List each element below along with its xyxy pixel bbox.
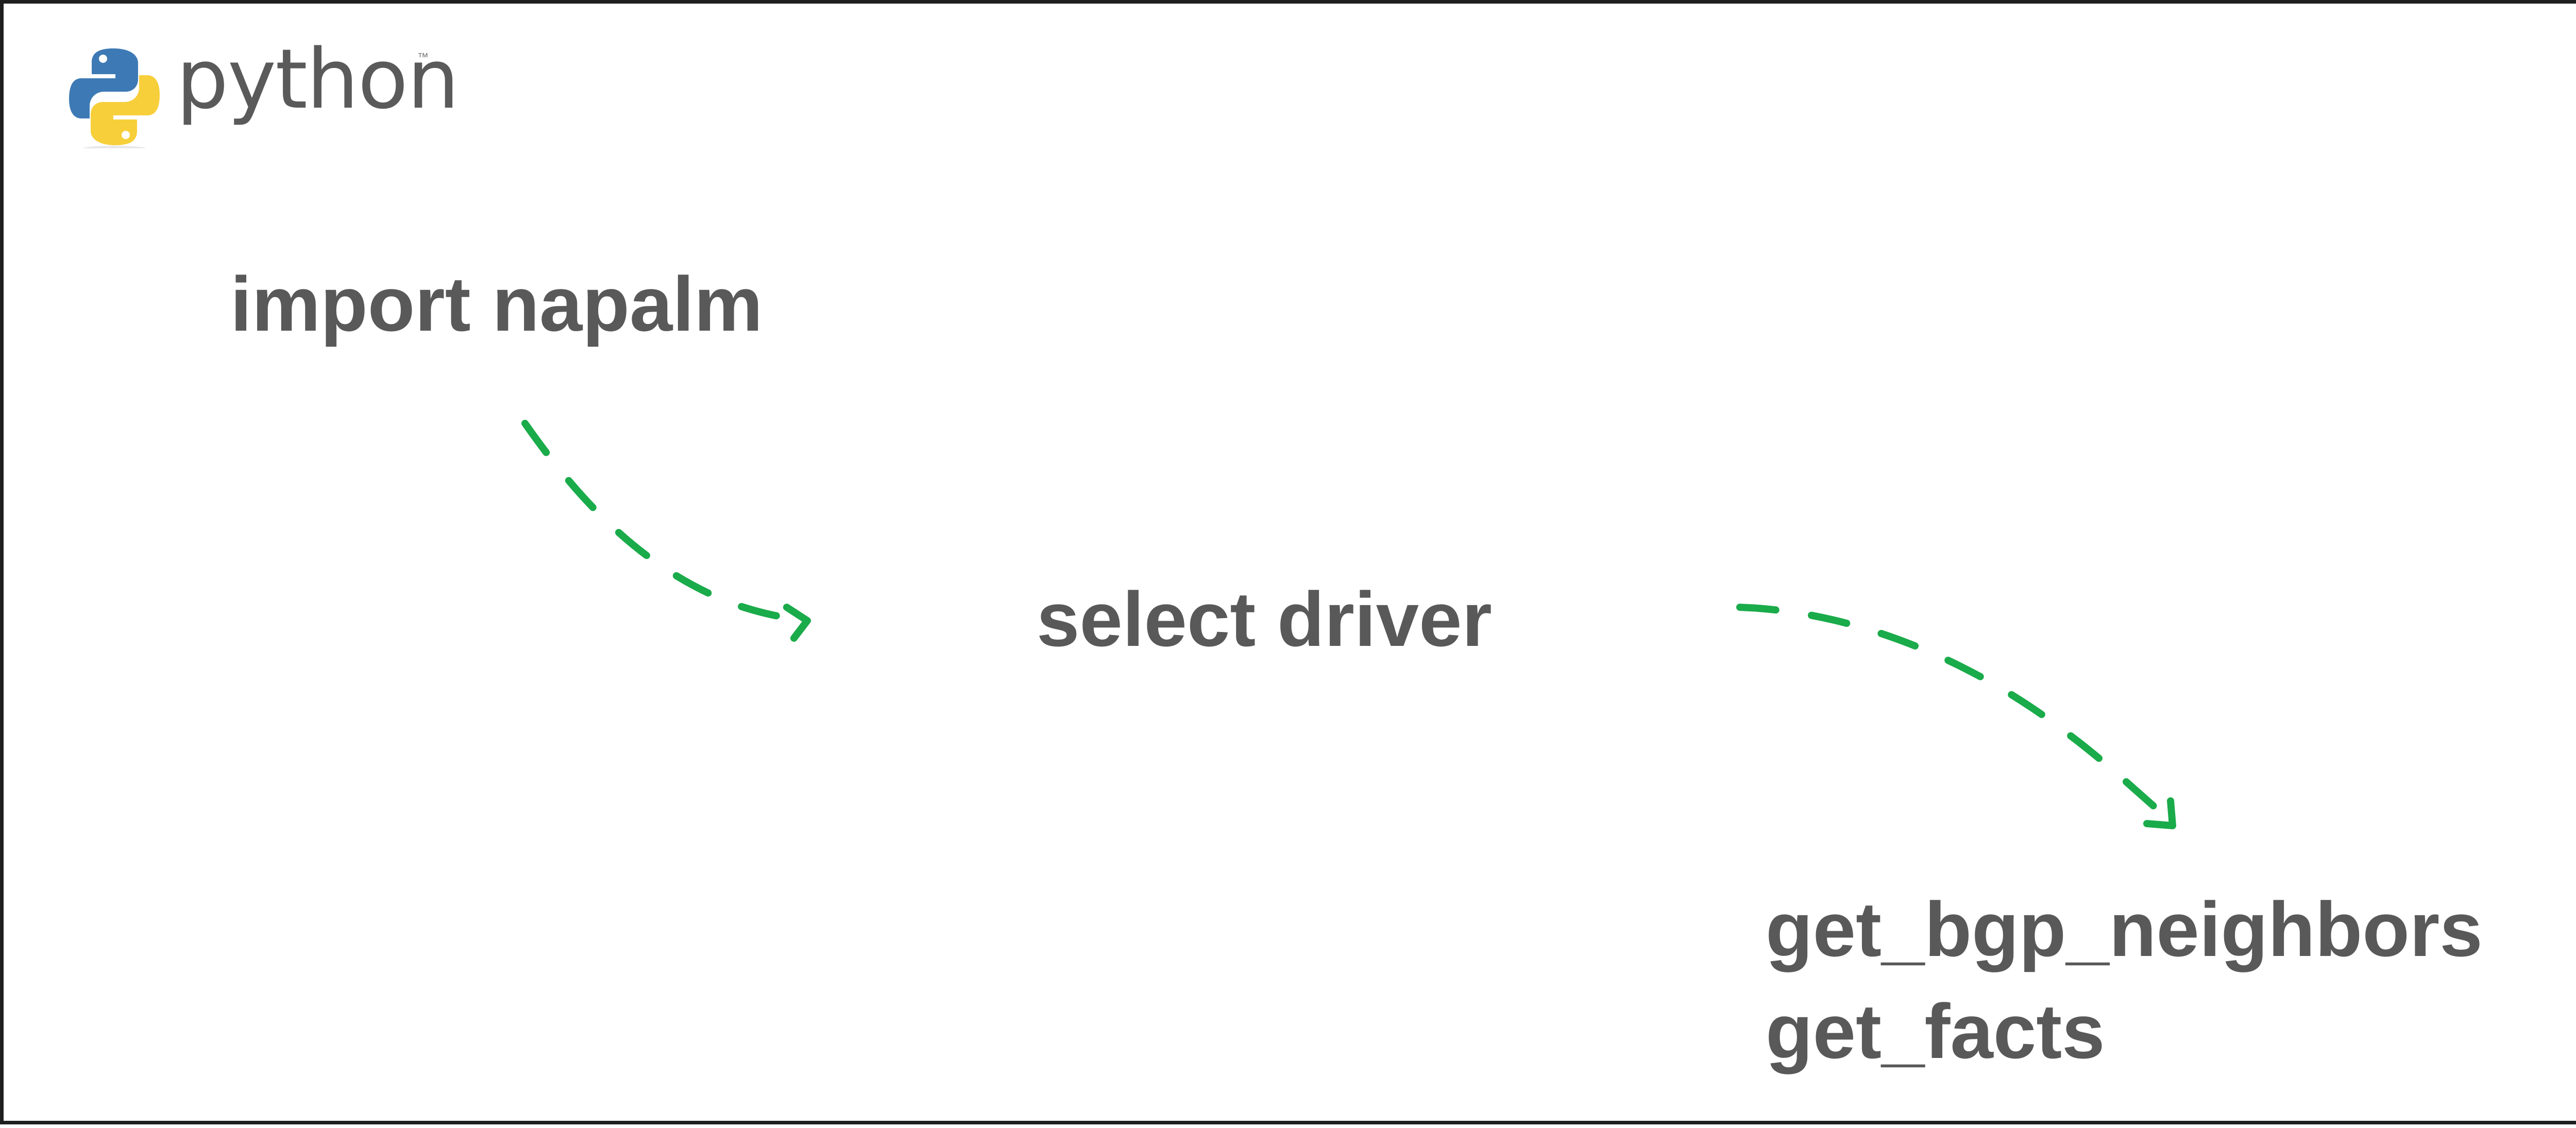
step-select-driver: select driver	[1037, 576, 1492, 662]
python-snake-icon	[69, 48, 160, 148]
method-get-facts: get_facts	[1766, 988, 2105, 1074]
method-get-bgp-neighbors: get_bgp_neighbors	[1766, 886, 2483, 972]
arrowhead-import-to-select	[783, 604, 811, 642]
arrow-import-to-select	[521, 420, 811, 623]
arrowhead-select-to-methods	[2143, 797, 2176, 829]
step-import-napalm: import napalm	[230, 261, 763, 347]
trademark-symbol: ™	[417, 50, 429, 63]
python-logo: python ™	[68, 38, 460, 156]
arrow-select-to-methods	[1736, 604, 2174, 824]
flow-arrows	[521, 420, 2176, 829]
python-wordmark: python	[176, 31, 460, 127]
